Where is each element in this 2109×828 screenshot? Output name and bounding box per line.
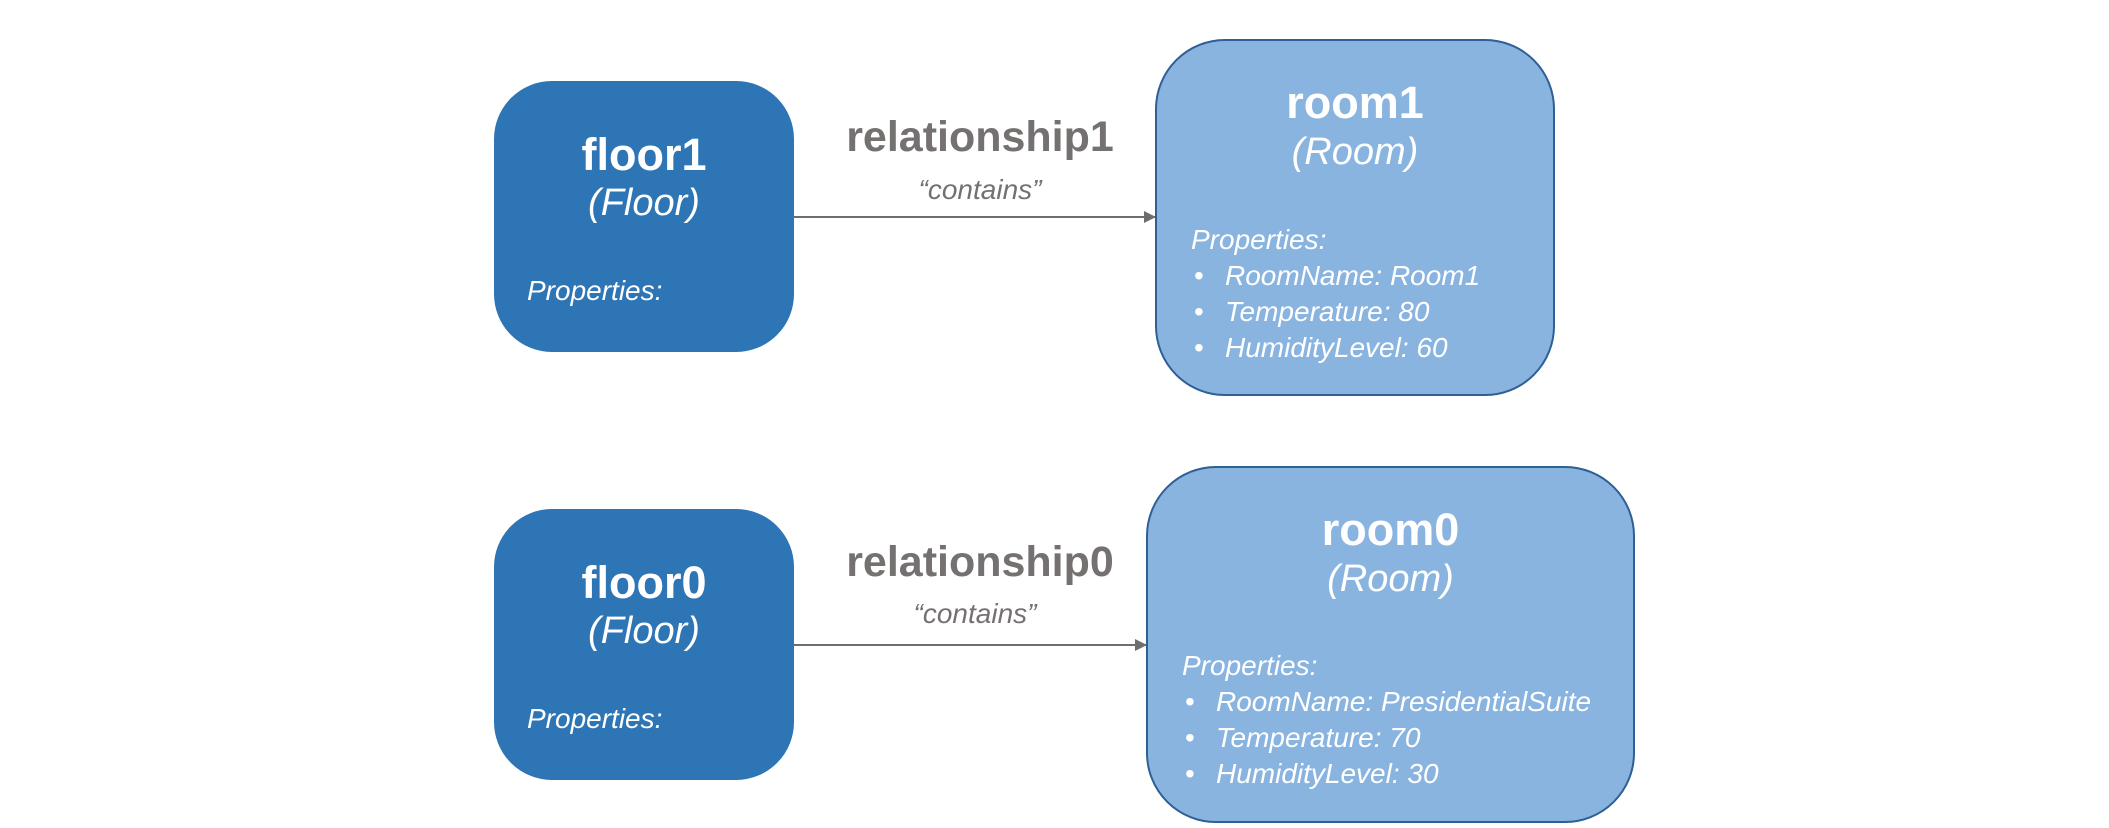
floor1-title: floor1: [581, 129, 707, 180]
room1-properties-label: Properties:: [1191, 224, 1327, 255]
bullet-icon: •: [1185, 722, 1195, 753]
relationship1-type: “contains”: [918, 174, 1042, 205]
floor1-properties-label: Properties:: [527, 275, 663, 306]
room0-property-item: •HumidityLevel: 30: [1182, 756, 1591, 792]
room0-node[interactable]: room0 (Room) Properties: •RoomName: Pres…: [1146, 466, 1635, 823]
floor0-properties-label: Properties:: [527, 703, 663, 734]
floor1-type: (Floor): [588, 182, 700, 224]
relationship0-name: relationship0: [846, 538, 1114, 586]
floor0-type: (Floor): [588, 610, 700, 652]
room0-properties-list: •RoomName: PresidentialSuite •Temperatur…: [1182, 684, 1591, 792]
room0-properties-label: Properties:: [1182, 650, 1318, 681]
room0-title: room0: [1321, 504, 1460, 555]
bullet-icon: •: [1194, 260, 1204, 291]
room0-property-item: •Temperature: 70: [1182, 720, 1591, 756]
room0-property-item: •RoomName: PresidentialSuite: [1182, 684, 1591, 720]
bullet-icon: •: [1194, 296, 1204, 327]
room1-properties-list: •RoomName: Room1 •Temperature: 80 •Humid…: [1191, 258, 1480, 366]
relationship0-type: “contains”: [913, 598, 1037, 629]
relationship1-name: relationship1: [846, 113, 1114, 161]
room1-title: room1: [1286, 77, 1424, 128]
floor1-node[interactable]: floor1 (Floor) Properties:: [494, 81, 794, 352]
room1-node[interactable]: room1 (Room) Properties: •RoomName: Room…: [1155, 39, 1555, 396]
room1-type: (Room): [1291, 131, 1419, 173]
room1-property-item: •Temperature: 80: [1191, 294, 1480, 330]
bullet-icon: •: [1185, 758, 1195, 789]
floor0-title: floor0: [581, 557, 707, 608]
room0-type: (Room): [1327, 558, 1454, 600]
bullet-icon: •: [1194, 332, 1204, 363]
bullet-icon: •: [1185, 686, 1195, 717]
room1-property-item: •RoomName: Room1: [1191, 258, 1480, 294]
floor0-node[interactable]: floor0 (Floor) Properties:: [494, 509, 794, 780]
room1-property-item: •HumidityLevel: 60: [1191, 330, 1480, 366]
